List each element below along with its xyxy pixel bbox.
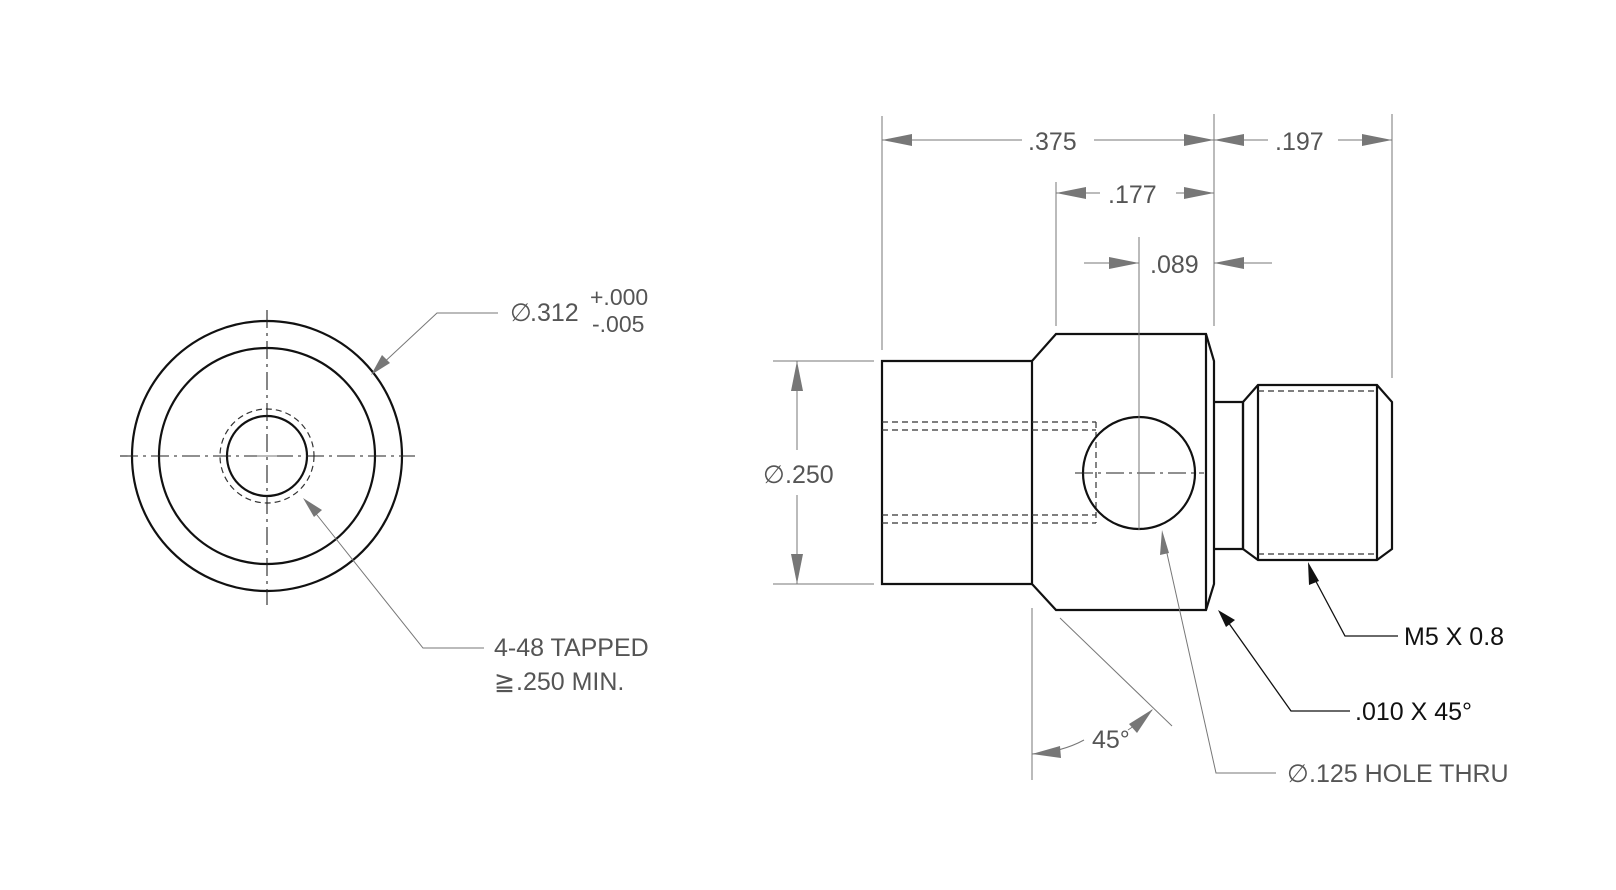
tap-note-line1: 4-48 TAPPED	[494, 634, 649, 662]
dim-089-text: .089	[1150, 251, 1199, 279]
dim-177-arrow-left	[1056, 187, 1086, 199]
dim-375-text: .375	[1028, 128, 1077, 156]
angle-text: 45°	[1092, 726, 1130, 754]
dim-250-arrow-bottom	[791, 554, 803, 584]
dim-45-angle: 45°	[1031, 608, 1173, 780]
dim-177: .177	[1056, 181, 1214, 209]
dim-375-arrow-left	[882, 134, 912, 146]
angle-arrow-right	[1129, 709, 1153, 733]
tap-note-line2: .250 MIN.	[516, 668, 624, 696]
dim-089-arrow-right	[1214, 257, 1244, 269]
dim-250-arrow-top	[791, 361, 803, 391]
tap-note-callout: 4-48 TAPPED ≧ .250 MIN.	[303, 498, 649, 696]
thread-leader-line	[1311, 573, 1398, 637]
dim-177-text: .177	[1108, 181, 1157, 209]
outer-diameter-arrowhead	[371, 355, 390, 375]
thread-spec-text: M5 X 0.8	[1404, 623, 1504, 651]
depth-symbol: ≧	[494, 668, 515, 696]
tolerance-upper: +.000	[590, 284, 648, 310]
dim-375-arrow-right	[1184, 134, 1214, 146]
outer-diameter-callout: ∅ .312 +.000 -.005	[371, 284, 648, 375]
angle-ext-line-diagonal	[1059, 617, 1173, 727]
cross-hole-arrowhead	[1160, 530, 1169, 555]
chamfer-arrowhead	[1218, 610, 1235, 627]
cross-hole-symbol: ∅	[1287, 760, 1309, 788]
dim-250-symbol: ∅	[763, 461, 785, 489]
dim-197: .197	[1214, 128, 1392, 156]
threaded-section-outline	[1241, 383, 1394, 562]
dim-250-text: .250	[785, 461, 834, 489]
dim-177-arrow-right	[1184, 187, 1214, 199]
dim-375: .375	[882, 128, 1214, 156]
side-view: .375 .197 .177 .089	[763, 114, 1509, 788]
main-body-outline	[1030, 332, 1216, 612]
chamfer-callout: .010 X 45°	[1218, 610, 1472, 726]
chamfer-leader-line	[1227, 621, 1350, 712]
dim-197-arrow-left	[1214, 134, 1244, 146]
tap-note-leader-line	[312, 509, 484, 649]
chamfer-text: .010 X 45°	[1355, 698, 1472, 726]
pilot-section-outline	[880, 359, 1032, 586]
dim-197-text: .197	[1275, 128, 1324, 156]
dim-089: .089	[1084, 251, 1272, 279]
angle-arrow-left	[1032, 746, 1061, 758]
thread-arrowhead	[1308, 562, 1319, 585]
tap-note-arrowhead	[303, 498, 322, 517]
thread-callout: M5 X 0.8	[1308, 562, 1504, 651]
tolerance-lower: -.005	[592, 311, 644, 337]
outer-diameter-symbol: ∅	[510, 299, 532, 327]
cross-hole-text: .125 HOLE THRU	[1309, 760, 1509, 788]
dim-diameter-250: ∅ .250	[763, 361, 834, 584]
dim-197-arrow-right	[1362, 134, 1392, 146]
outer-diameter-leader-line	[377, 312, 498, 369]
cross-hole-callout: ∅ .125 HOLE THRU	[1160, 530, 1509, 788]
neck-outline	[1214, 400, 1245, 551]
dim-089-arrow-left	[1109, 257, 1139, 269]
cross-hole-leader-line	[1163, 539, 1276, 774]
end-view: ∅ .312 +.000 -.005 4-48 TAPPED ≧ .250 MI…	[120, 284, 649, 696]
outer-diameter-value: .312	[530, 299, 579, 327]
